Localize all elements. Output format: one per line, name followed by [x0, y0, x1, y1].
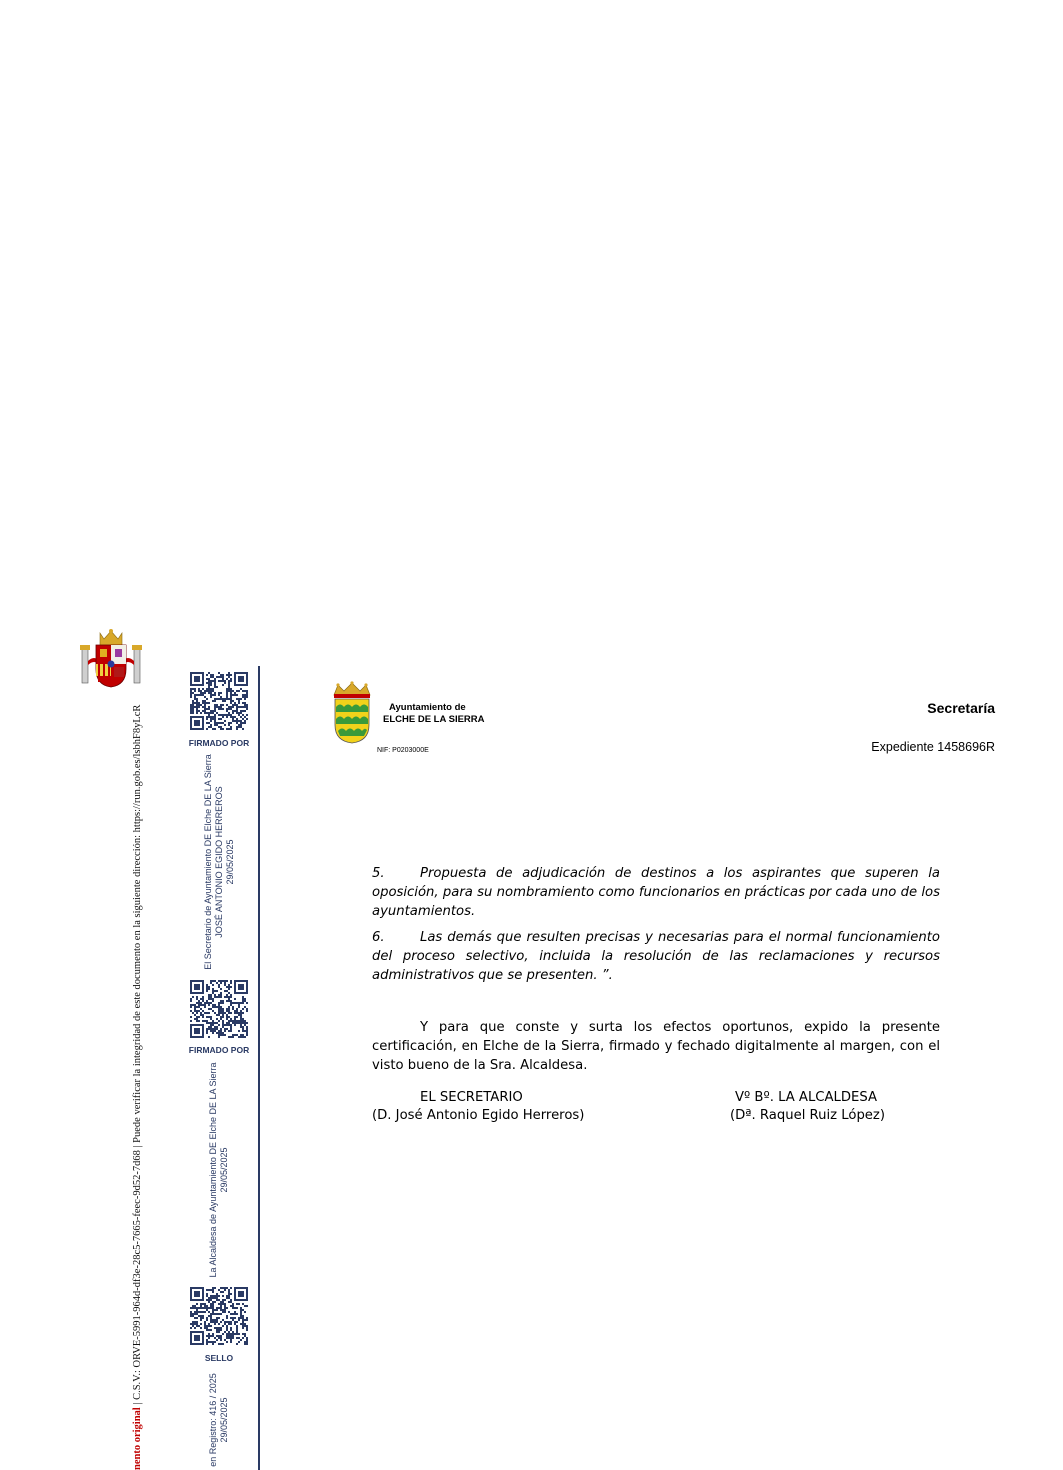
csv-verification-text: nento original | C.S.V.: ORVE-5991-964d-… — [131, 705, 145, 1470]
mayor-name: (Dª. Raquel Ruiz López) — [730, 1108, 885, 1123]
csv-label-red: nento original — [132, 1407, 143, 1470]
mayor-title: Vº Bº. LA ALCALDESA — [735, 1090, 878, 1105]
signature-line: 29/05/2025 — [219, 1147, 229, 1193]
signature-line: JOSÉ ANTONIO EGIDO HERREROS — [214, 786, 224, 938]
signature-line: 29/05/2025 — [225, 839, 235, 885]
secretary-name: (D. José Antonio Egido Herreros) — [372, 1108, 585, 1123]
signature-line: La Alcaldesa de Ayuntamiento DE Elche DE… — [208, 1062, 218, 1278]
item-text: Propuesta de adjudicación de destinos a … — [372, 866, 940, 919]
ayuntamiento-label: Ayuntamiento de — [389, 702, 466, 713]
seal-label: SELLO — [204, 1353, 234, 1363]
qr-code-icon — [190, 980, 248, 1038]
municipal-shield-icon — [333, 681, 371, 744]
list-item: 5.Propuesta de adjudicación de destinos … — [372, 864, 940, 921]
signature-block-mayor: La Alcaldesa de Ayuntamiento DE Elche DE… — [208, 1060, 230, 1280]
secretary-title: EL SECRETARIO — [420, 1090, 523, 1105]
qr-code-icon — [190, 1287, 248, 1345]
signature-label: FIRMADO POR — [188, 1045, 250, 1055]
expediente-number: Expediente 1458696R — [871, 740, 995, 754]
registry-seal-text: en Registro: 416 / 2025 29/05/2025 — [208, 1370, 230, 1470]
csv-label: | C.S.V.: ORVE-5991-964d-df3e-28c5-7665-… — [132, 704, 143, 1408]
signature-line: El Secretario de Ayuntamiento DE Elche D… — [203, 754, 213, 970]
item-number: 5. — [372, 866, 385, 881]
item-text: Las demás que resulten precisas y necesa… — [372, 930, 940, 983]
closing-paragraph: Y para que conste y surta los efectos op… — [372, 1020, 940, 1073]
qr-code-icon — [190, 672, 248, 730]
spain-coat-of-arms-icon — [80, 629, 142, 688]
nif-label: NIF: P0203000E — [377, 747, 429, 754]
item-number: 6. — [372, 930, 385, 945]
department-title: Secretaría — [927, 700, 995, 716]
signature-block-secretary: El Secretario de Ayuntamiento DE Elche D… — [203, 752, 236, 972]
signature-label: FIRMADO POR — [188, 738, 250, 748]
registry-line: 29/05/2025 — [219, 1397, 229, 1443]
registry-line: en Registro: 416 / 2025 — [208, 1373, 218, 1467]
margin-rule — [258, 666, 260, 1470]
list-item: 6.Las demás que resulten precisas y nece… — [372, 928, 940, 985]
municipality-name: ELCHE DE LA SIERRA — [383, 714, 485, 725]
